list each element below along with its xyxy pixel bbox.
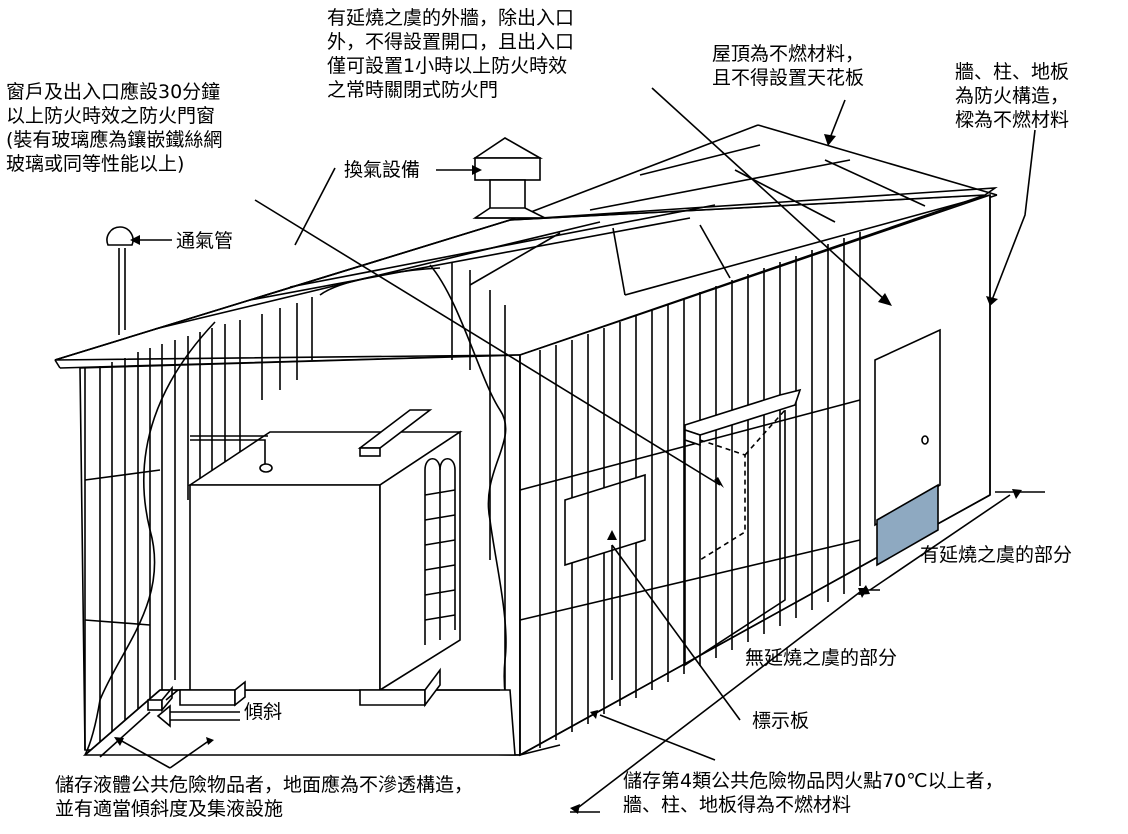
label-roof-line2: 且不得設置天花板 — [712, 67, 865, 89]
vent-hood — [684, 388, 802, 667]
sign-board-shape — [564, 473, 646, 567]
label-exterior-wall-line2: 外，不得設置開口，且出入口 — [327, 31, 575, 53]
label-class4-storage: 儲存第4類公共危險物品閃火點70℃以上者， 牆、柱、地板得為不燃材料 — [623, 769, 1004, 817]
label-liquid-storage: 儲存液體公共危險物品者，地面應為不滲透構造， 並有適當傾斜度及集液設施 — [55, 773, 473, 821]
label-walls-columns: 牆、柱、地板 為防火構造， 樑為不燃材料 — [955, 60, 1069, 132]
label-roof: 屋頂為不燃材料， 且不得設置天花板 — [712, 42, 864, 90]
label-windows-doors: 窗戶及出入口應設30分鐘 以上防火時效之防火門窗 (裝有玻璃應為鑲嵌鐵絲網 玻璃… — [6, 80, 222, 176]
label-exterior-wall: 有延燒之虞的外牆，除出入口 外，不得設置開口，且出入口 僅可設置1小時以上防火時… — [327, 6, 574, 102]
label-roof-line1: 屋頂為不燃材料， — [712, 43, 865, 65]
ventilator-unit — [472, 137, 546, 219]
label-liquid-storage-line1: 儲存液體公共危險物品者，地面應為不滲透構造， — [55, 774, 474, 796]
label-windows-doors-line3: (裝有玻璃應為鑲嵌鐵絲網 — [6, 129, 223, 151]
storage-tank — [147, 409, 463, 713]
label-walls-columns-line3: 樑為不燃材料 — [955, 109, 1070, 131]
label-windows-doors-line4: 玻璃或同等性能以上) — [6, 153, 185, 175]
leader-lines — [114, 87, 1045, 814]
label-exterior-wall-line4: 之常時關閉式防火門 — [327, 79, 499, 101]
label-liquid-storage-line2: 並有適當傾斜度及集液設施 — [55, 798, 284, 820]
label-slope: 傾斜 — [244, 701, 283, 723]
label-no-fire-spread-part: 無延燒之虞的部分 — [745, 647, 898, 669]
label-exterior-wall-line1: 有延燒之虞的外牆，除出入口 — [327, 7, 575, 29]
long-wall — [519, 193, 991, 757]
label-exterior-wall-line3: 僅可設置1小時以上防火時效 — [327, 55, 568, 77]
label-walls-columns-line2: 為防火構造， — [955, 85, 1070, 107]
label-class4-storage-line2: 牆、柱、地板得為不燃材料 — [623, 794, 852, 816]
label-windows-doors-line1: 窗戶及出入口應設30分鐘 — [6, 81, 221, 103]
label-vent-pipe: 通氣管 — [176, 230, 234, 252]
label-class4-storage-line1: 儲存第4類公共危險物品閃火點70℃以上者， — [623, 770, 1004, 792]
vent-pipe-shape — [106, 226, 134, 335]
label-ventilation: 換氣設備 — [344, 159, 421, 181]
label-sign-board: 標示板 — [752, 710, 810, 732]
slope-arrow — [156, 689, 240, 728]
label-fire-spread-part: 有延燒之虞的部分 — [920, 544, 1073, 566]
fire-spread-panel — [876, 483, 939, 567]
label-walls-columns-line1: 牆、柱、地板 — [955, 61, 1070, 83]
door — [874, 328, 941, 527]
label-windows-doors-line2: 以上防火時效之防火門窗 — [6, 105, 216, 127]
